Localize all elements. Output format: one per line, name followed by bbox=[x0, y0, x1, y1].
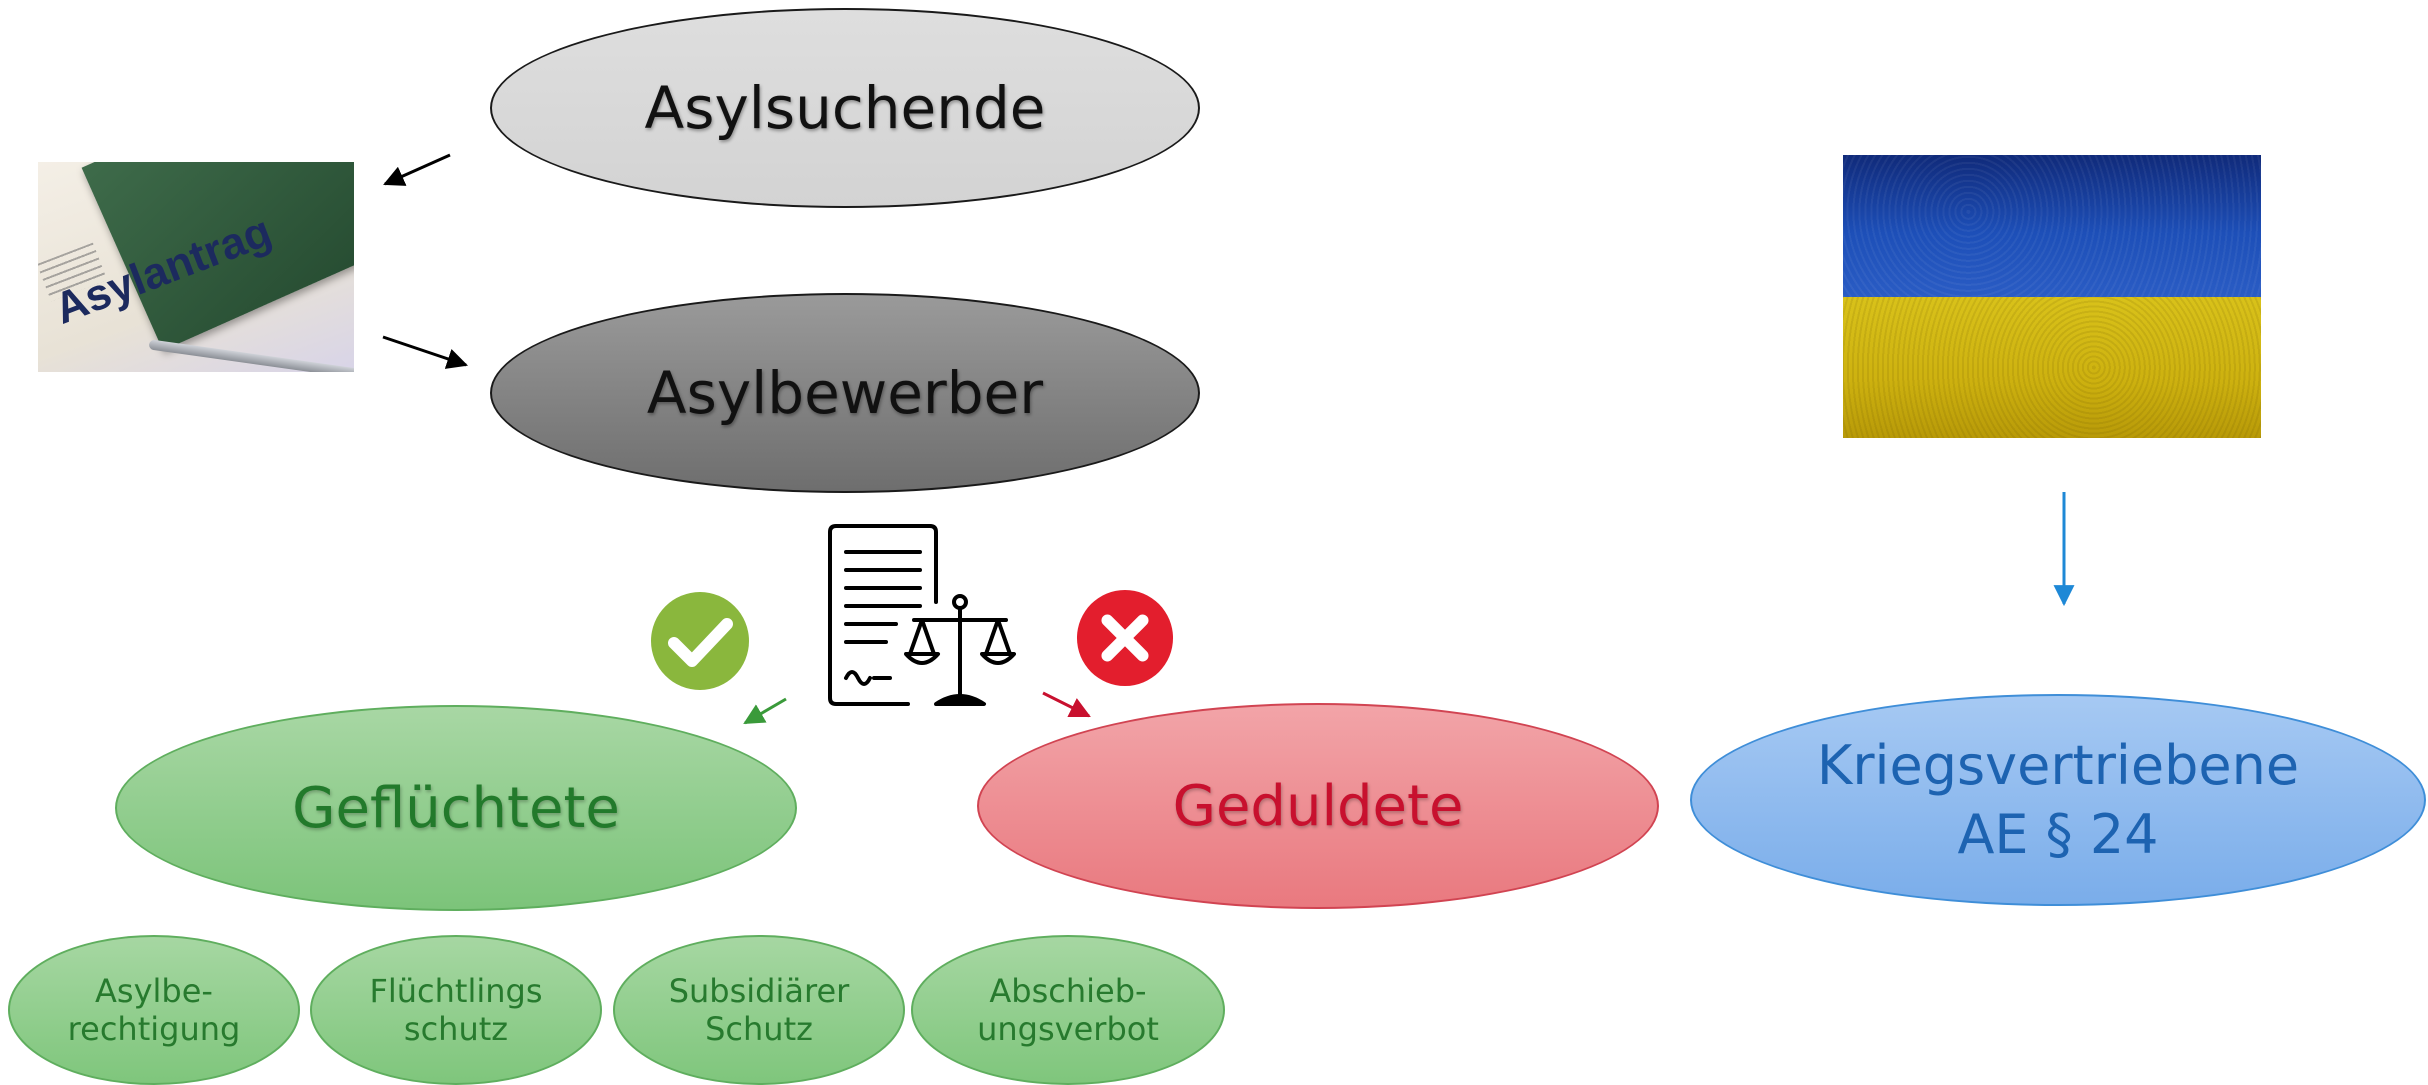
node-kriegsvertriebene: Kriegsvertriebene AE § 24 bbox=[1690, 694, 2426, 906]
arrow-antrag-to-bewerber bbox=[382, 335, 468, 369]
node-asylbewerber-label: Asylbewerber bbox=[646, 359, 1044, 427]
protection-label-line2: ungsverbot bbox=[977, 1010, 1159, 1048]
node-kriegsvertriebene-line2: AE § 24 bbox=[1957, 803, 2159, 866]
node-kriegsvertriebene-line1: Kriegsvertriebene bbox=[1816, 733, 2300, 797]
node-asylsuchende-label: Asylsuchende bbox=[644, 74, 1046, 142]
protection-label-line1: Asylbe- bbox=[95, 971, 213, 1010]
protection-label-line1: Subsidiärer bbox=[668, 971, 850, 1010]
node-asylsuchende: Asylsuchende bbox=[490, 8, 1200, 208]
cross-icon bbox=[1076, 589, 1174, 687]
arrow-rejected bbox=[1042, 691, 1091, 718]
protection-label-line2: Schutz bbox=[705, 1010, 813, 1048]
node-asylbewerber: Asylbewerber bbox=[490, 293, 1200, 493]
protection-label-line2: schutz bbox=[403, 1010, 509, 1048]
ukraine-flag bbox=[1843, 155, 2261, 438]
protection-label-line2: rechtigung bbox=[67, 1010, 241, 1048]
protection-label-line1: Abschieb- bbox=[989, 971, 1147, 1010]
document-scales-icon bbox=[828, 524, 1016, 706]
node-abschiebungsverbot: Abschieb- ungsverbot bbox=[911, 935, 1225, 1085]
flag-blue-stripe bbox=[1843, 155, 2261, 297]
node-subsidiaerer-schutz: Subsidiärer Schutz bbox=[613, 935, 905, 1085]
pen-shape bbox=[148, 339, 354, 372]
node-gefluechtete: Geflüchtete bbox=[115, 705, 797, 911]
node-asylberechtigung: Asylbe- rechtigung bbox=[8, 935, 300, 1085]
arrow-approved bbox=[743, 697, 787, 725]
protection-label-line1: Flüchtlings bbox=[369, 971, 543, 1010]
check-icon bbox=[651, 592, 749, 690]
node-geduldete-label: Geduldete bbox=[1172, 773, 1464, 839]
node-geduldete: Geduldete bbox=[977, 703, 1659, 909]
flag-yellow-stripe bbox=[1843, 296, 2261, 438]
node-fluechtlingsschutz: Flüchtlings schutz bbox=[310, 935, 602, 1085]
node-gefluechtete-label: Geflüchtete bbox=[292, 775, 620, 841]
arrow-suchende-to-antrag bbox=[383, 153, 451, 186]
asylantrag-photo: Asylantrag bbox=[38, 162, 354, 372]
